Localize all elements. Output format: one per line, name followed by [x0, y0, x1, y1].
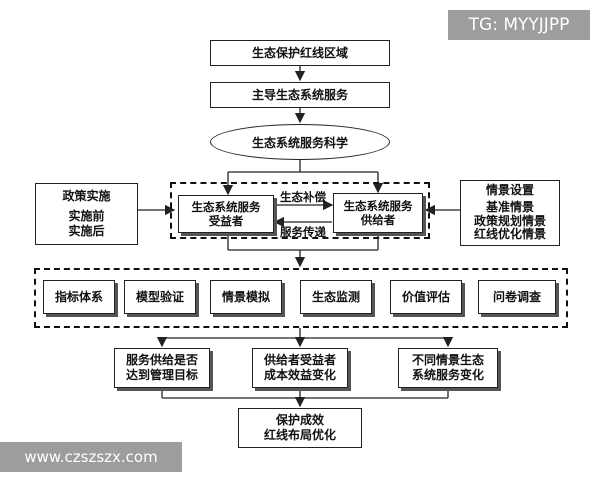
- final-box: 保护成效 红线布局优化: [238, 408, 362, 448]
- provider-line-1: 生态系统服务: [343, 198, 413, 213]
- policy-line-1: 实施前: [68, 209, 105, 223]
- method-box-6: 问卷调查: [478, 280, 556, 314]
- scenario-line-1: 基准情景: [485, 199, 534, 214]
- transfer-label: 服务传递: [280, 225, 326, 239]
- dominant-services-box: 主导生态系统服务: [210, 82, 390, 108]
- method-box-3: 情景模拟: [210, 280, 282, 314]
- method-box-2: 模型验证: [124, 280, 196, 314]
- outcome-1-line-1: 服务供给是否: [125, 353, 198, 367]
- scenario-line-3: 红线优化情景: [473, 227, 546, 242]
- dominant-services-text: 主导生态系统服务: [251, 87, 348, 102]
- watermark-bottom-left: www.czszszx.com: [0, 442, 182, 472]
- method-box-5: 价值评估: [390, 280, 462, 314]
- method-label-1: 指标体系: [54, 289, 103, 304]
- redline-area-box: 生态保护红线区域: [210, 40, 390, 66]
- redline-area-text: 生态保护红线区域: [251, 45, 348, 60]
- provider-box: 生态系统服务 供给者: [333, 193, 423, 233]
- method-label-4: 生态监测: [311, 289, 360, 304]
- final-line-2: 红线布局优化: [263, 428, 336, 442]
- outcome-box-1: 服务供给是否 达到管理目标: [114, 348, 210, 388]
- scenario-line-2: 政策规划情景: [473, 213, 546, 228]
- core-dashed-frame: [170, 182, 430, 239]
- watermark-top-right: TG: MYYJJPP: [448, 10, 590, 40]
- service-science-ellipse: 生态系统服务科学: [210, 124, 390, 160]
- provider-line-2: 供给者: [360, 213, 396, 227]
- scenario-title: 情景设置: [485, 182, 534, 197]
- beneficiary-box: 生态系统服务 受益者: [178, 195, 274, 233]
- method-label-6: 问卷调查: [492, 289, 541, 304]
- policy-title: 政策实施: [62, 189, 111, 203]
- final-line-1: 保护成效: [275, 413, 324, 427]
- methods-dashed-frame: [34, 268, 568, 328]
- compensation-label: 生态补偿: [280, 190, 326, 204]
- method-box-4: 生态监测: [300, 280, 372, 314]
- scenario-panel: 情景设置 基准情景 政策规划情景 红线优化情景: [460, 180, 560, 246]
- beneficiary-line-2: 受益者: [208, 214, 244, 228]
- method-label-2: 模型验证: [135, 289, 184, 304]
- outcome-box-3: 不同情景生态 系统服务变化: [398, 348, 498, 388]
- method-label-5: 价值评估: [401, 289, 450, 304]
- outcome-box-2: 供给者受益者 成本效益变化: [252, 348, 348, 388]
- method-label-3: 情景模拟: [221, 289, 270, 304]
- outcome-3-line-1: 不同情景生态: [411, 353, 484, 367]
- policy-line-2: 实施后: [68, 224, 105, 238]
- service-science-text: 生态系统服务科学: [251, 135, 348, 150]
- beneficiary-line-1: 生态系统服务: [191, 199, 261, 214]
- outcome-2-line-2: 成本效益变化: [263, 368, 336, 382]
- outcome-3-line-2: 系统服务变化: [411, 368, 484, 382]
- outcome-1-line-2: 达到管理目标: [125, 368, 198, 382]
- method-box-1: 指标体系: [43, 280, 115, 314]
- policy-panel: 政策实施 实施前 实施后: [35, 183, 138, 245]
- outcome-2-line-1: 供给者受益者: [263, 353, 336, 367]
